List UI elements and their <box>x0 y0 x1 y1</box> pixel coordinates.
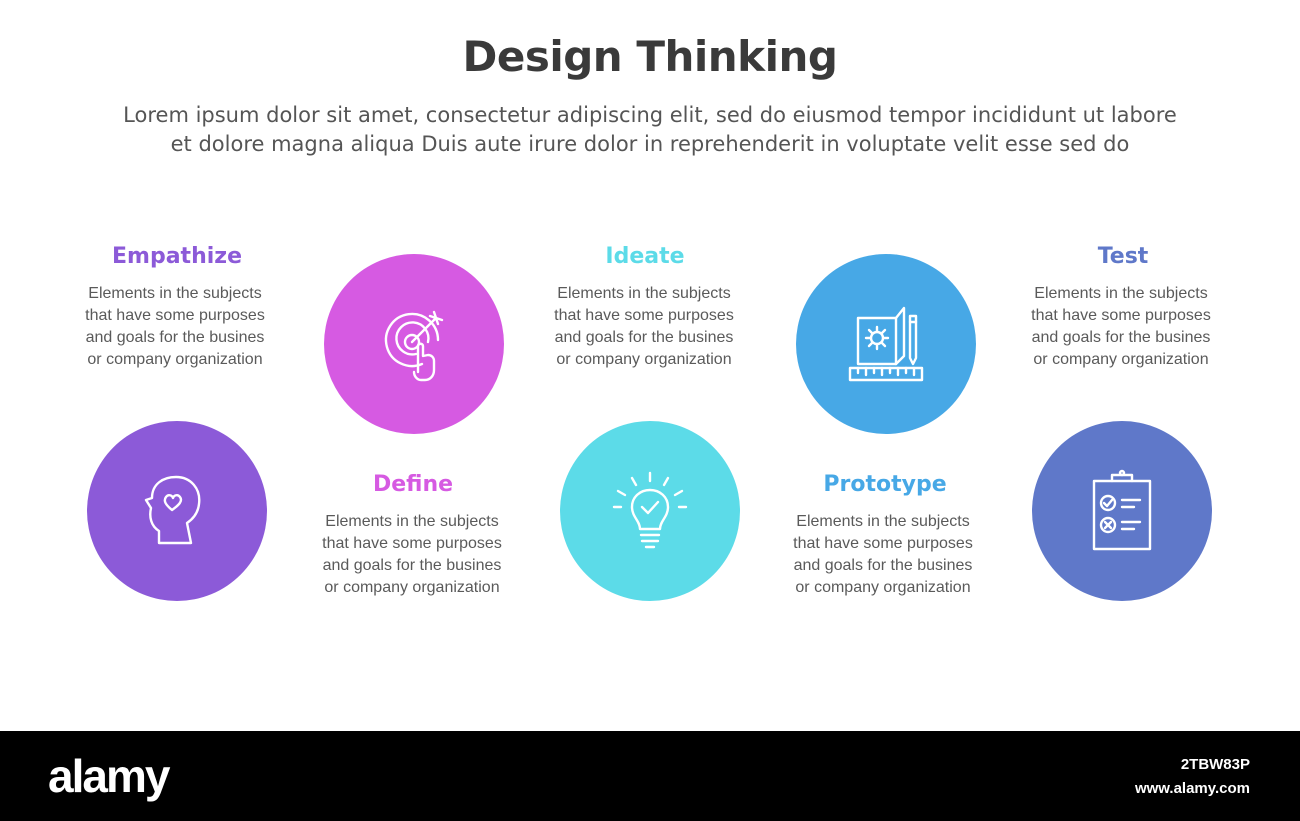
empathize-circle <box>87 421 267 601</box>
desc-line: Elements in the subjects <box>1034 285 1208 302</box>
image-code: 2TBW83P <box>1180 756 1250 773</box>
desc-line: that have some purposes <box>85 307 265 324</box>
desc-line: Elements in the subjects <box>557 285 731 302</box>
desc-line: and goals for the busines <box>85 329 265 346</box>
brand-logo: alamy <box>48 750 170 802</box>
desc-line: and goals for the busines <box>1031 329 1211 346</box>
desc-line: that have some purposes <box>1031 307 1211 324</box>
prototype-description: Elements in the subjects that have some … <box>763 511 1003 599</box>
test-circle <box>1032 421 1212 601</box>
desc-line: Elements in the subjects <box>796 513 970 530</box>
image-info: 2TBW83P www.alamy.com <box>1135 753 1250 801</box>
desc-line: and goals for the busines <box>554 329 734 346</box>
test-title: Test <box>1097 244 1149 269</box>
subtitle-line-1: Lorem ipsum dolor sit amet, consectetur … <box>123 103 1177 127</box>
desc-line: Elements in the subjects <box>325 513 499 530</box>
desc-line: that have some purposes <box>322 535 502 552</box>
desc-line: that have some purposes <box>793 535 973 552</box>
target-arrow-hand-icon <box>384 310 444 382</box>
page-subtitle: Lorem ipsum dolor sit amet, consectetur … <box>40 101 1260 159</box>
prototype-circle <box>796 254 976 434</box>
desc-line: Elements in the subjects <box>88 285 262 302</box>
prototype-title: Prototype <box>823 472 947 497</box>
define-circle <box>324 254 504 434</box>
desc-line: that have some purposes <box>554 307 734 324</box>
blueprint-gear-ruler-icon <box>848 306 924 382</box>
desc-line: or company organization <box>1033 351 1209 368</box>
desc-line: and goals for the busines <box>322 557 502 574</box>
desc-line: or company organization <box>324 579 500 596</box>
test-description: Elements in the subjects that have some … <box>1001 283 1241 371</box>
clipboard-checklist-icon <box>1092 469 1152 551</box>
desc-line: or company organization <box>556 351 732 368</box>
page-title: Design Thinking <box>462 32 838 81</box>
lightbulb-check-icon <box>612 471 688 549</box>
empathize-title: Empathize <box>112 244 242 269</box>
ideate-circle <box>560 421 740 601</box>
desc-line: or company organization <box>795 579 971 596</box>
empathize-description: Elements in the subjects that have some … <box>55 283 295 371</box>
watermark-footer: alamy 2TBW83P www.alamy.com <box>0 731 1300 821</box>
site-url: www.alamy.com <box>1134 780 1250 797</box>
subtitle-line-2: et dolore magna aliqua Duis aute irure d… <box>170 132 1130 156</box>
desc-line: and goals for the busines <box>793 557 973 574</box>
desc-line: or company organization <box>87 351 263 368</box>
head-heart-icon <box>144 475 201 545</box>
define-title: Define <box>372 472 454 497</box>
define-description: Elements in the subjects that have some … <box>292 511 532 599</box>
ideate-description: Elements in the subjects that have some … <box>524 283 764 371</box>
ideate-title: Ideate <box>605 244 685 269</box>
